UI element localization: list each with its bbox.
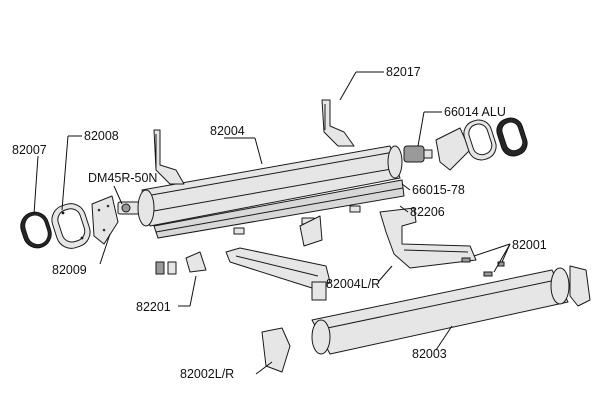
part-82004lr-arm-left — [225, 247, 331, 301]
part-82017-wall-bracket-left — [153, 129, 185, 185]
part-82007-end-cap — [20, 211, 52, 249]
part-82017-wall-bracket-right — [321, 99, 355, 147]
part-66014-plate-1 — [435, 127, 471, 171]
label-82206: 82206 — [410, 205, 445, 219]
part-82201-clips — [155, 251, 207, 275]
label-82004: 82004 — [210, 124, 245, 138]
label-82004lr: 82004L/R — [326, 277, 380, 291]
label-82009: 82009 — [52, 263, 87, 277]
label-66015-78: 66015-78 — [412, 183, 465, 197]
part-66014-plate-2 — [463, 119, 497, 161]
part-66015-front-profile — [153, 179, 405, 239]
part-66014-adapter — [403, 145, 433, 163]
label-82007: 82007 — [12, 143, 47, 157]
label-dm45r-50n: DM45R-50N — [88, 171, 157, 185]
part-82008-oval-bracket — [51, 203, 91, 249]
part-82003-front-bar — [311, 267, 570, 355]
part-82002lr-end-cap — [261, 327, 291, 373]
part-66014-cap — [496, 117, 528, 157]
label-82201: 82201 — [136, 300, 171, 314]
label-82001: 82001 — [512, 238, 547, 252]
label-66014-alu: 66014 ALU — [444, 105, 506, 119]
label-82002lr: 82002L/R — [180, 367, 234, 381]
label-82008: 82008 — [84, 129, 119, 143]
part-dm45r-motor — [117, 201, 141, 215]
part-front-bar-end-cap-right — [569, 265, 591, 307]
part-82009-end-plate — [91, 195, 119, 245]
part-82001-brackets — [461, 257, 505, 277]
label-82003: 82003 — [412, 347, 447, 361]
part-82004lr-arm-right — [379, 207, 477, 269]
label-82017: 82017 — [386, 65, 421, 79]
part-82206-clips — [233, 205, 361, 247]
leader-lines — [33, 71, 511, 375]
part-82004-roller-tube — [137, 145, 403, 227]
